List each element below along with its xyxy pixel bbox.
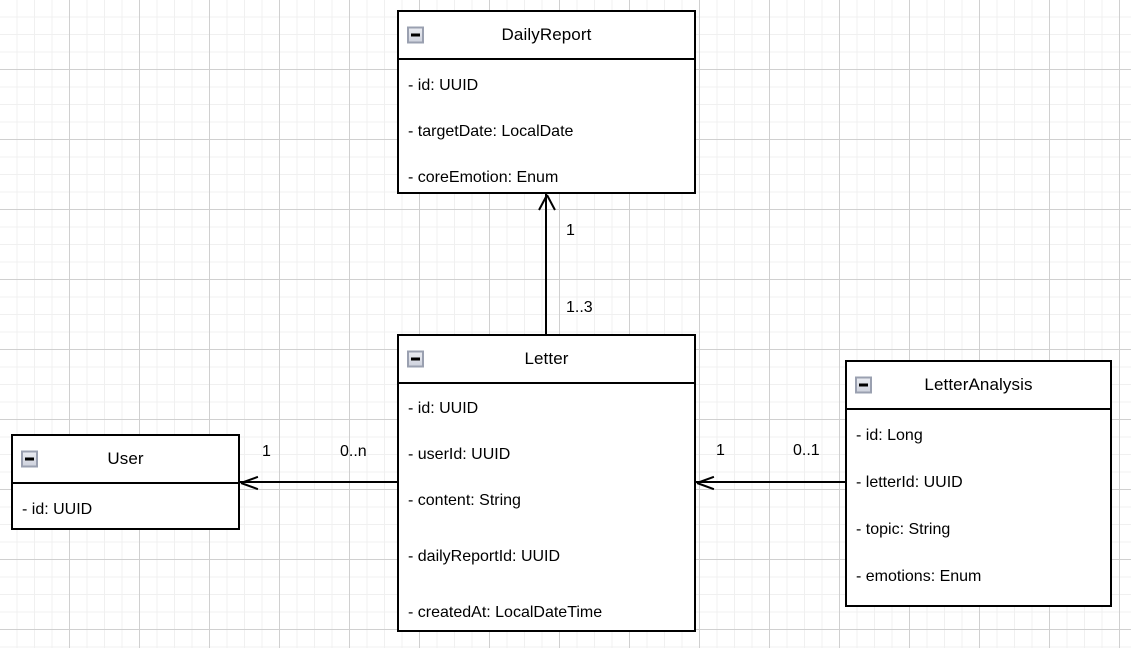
uml-class-title: Letter — [524, 349, 569, 368]
uml-attribute: - targetDate: LocalDate — [408, 123, 574, 140]
uml-class-header: DailyReport — [399, 12, 694, 60]
uml-class-user[interactable]: User - id: UUID — [11, 434, 240, 530]
relation-multiplicity-source: 0..1 — [793, 442, 820, 459]
uml-class-dailyreport[interactable]: DailyReport - id: UUID - targetDate: Loc… — [397, 10, 696, 194]
minus-icon[interactable] — [407, 350, 424, 368]
uml-attribute: - userId: UUID — [408, 446, 511, 463]
uml-class-attributes: - id: UUID - userId: UUID - content: Str… — [399, 384, 694, 630]
uml-class-letteranalysis[interactable]: LetterAnalysis - id: Long - letterId: UU… — [845, 360, 1112, 607]
uml-attribute: - id: UUID — [408, 77, 479, 94]
uml-attribute: - id: UUID — [22, 501, 93, 518]
uml-class-title: DailyReport — [501, 25, 592, 44]
minus-icon[interactable] — [855, 376, 872, 394]
uml-class-header: Letter — [399, 336, 694, 384]
relation-multiplicity-target: 1 — [566, 222, 575, 239]
uml-class-title: LetterAnalysis — [924, 375, 1033, 394]
relation-letter-user-line[interactable] — [240, 481, 397, 483]
uml-class-attributes: - id: Long - letterId: UUID - topic: Str… — [847, 410, 1110, 605]
uml-attribute: - dailyReportId: UUID — [408, 548, 561, 565]
uml-attribute: - id: UUID — [408, 400, 479, 417]
uml-class-header: LetterAnalysis — [847, 362, 1110, 410]
uml-class-attributes: - id: UUID - targetDate: LocalDate - cor… — [399, 60, 694, 192]
minus-icon[interactable] — [407, 26, 424, 44]
relation-letter-dailyreport-line[interactable] — [545, 194, 547, 335]
uml-class-letter[interactable]: Letter - id: UUID - userId: UUID - conte… — [397, 334, 696, 632]
uml-attribute: - content: String — [408, 492, 521, 509]
relation-multiplicity-source: 0..n — [340, 443, 367, 460]
uml-class-header: User — [13, 436, 238, 484]
relation-multiplicity-target: 1 — [716, 442, 725, 459]
uml-attribute: - letterId: UUID — [856, 474, 963, 491]
uml-attribute: - topic: String — [856, 521, 951, 538]
uml-attribute: - emotions: Enum — [856, 568, 982, 585]
uml-attribute: - id: Long — [856, 427, 923, 444]
uml-attribute: - createdAt: LocalDateTime — [408, 604, 603, 621]
minus-icon[interactable] — [21, 450, 38, 468]
uml-class-attributes: - id: UUID — [13, 484, 238, 528]
uml-attribute: - coreEmotion: Enum — [408, 169, 559, 186]
relation-multiplicity-target: 1 — [262, 443, 271, 460]
uml-class-title: User — [107, 449, 144, 468]
relation-letteranalysis-letter-line[interactable] — [696, 481, 845, 483]
relation-multiplicity-source: 1..3 — [566, 299, 593, 316]
